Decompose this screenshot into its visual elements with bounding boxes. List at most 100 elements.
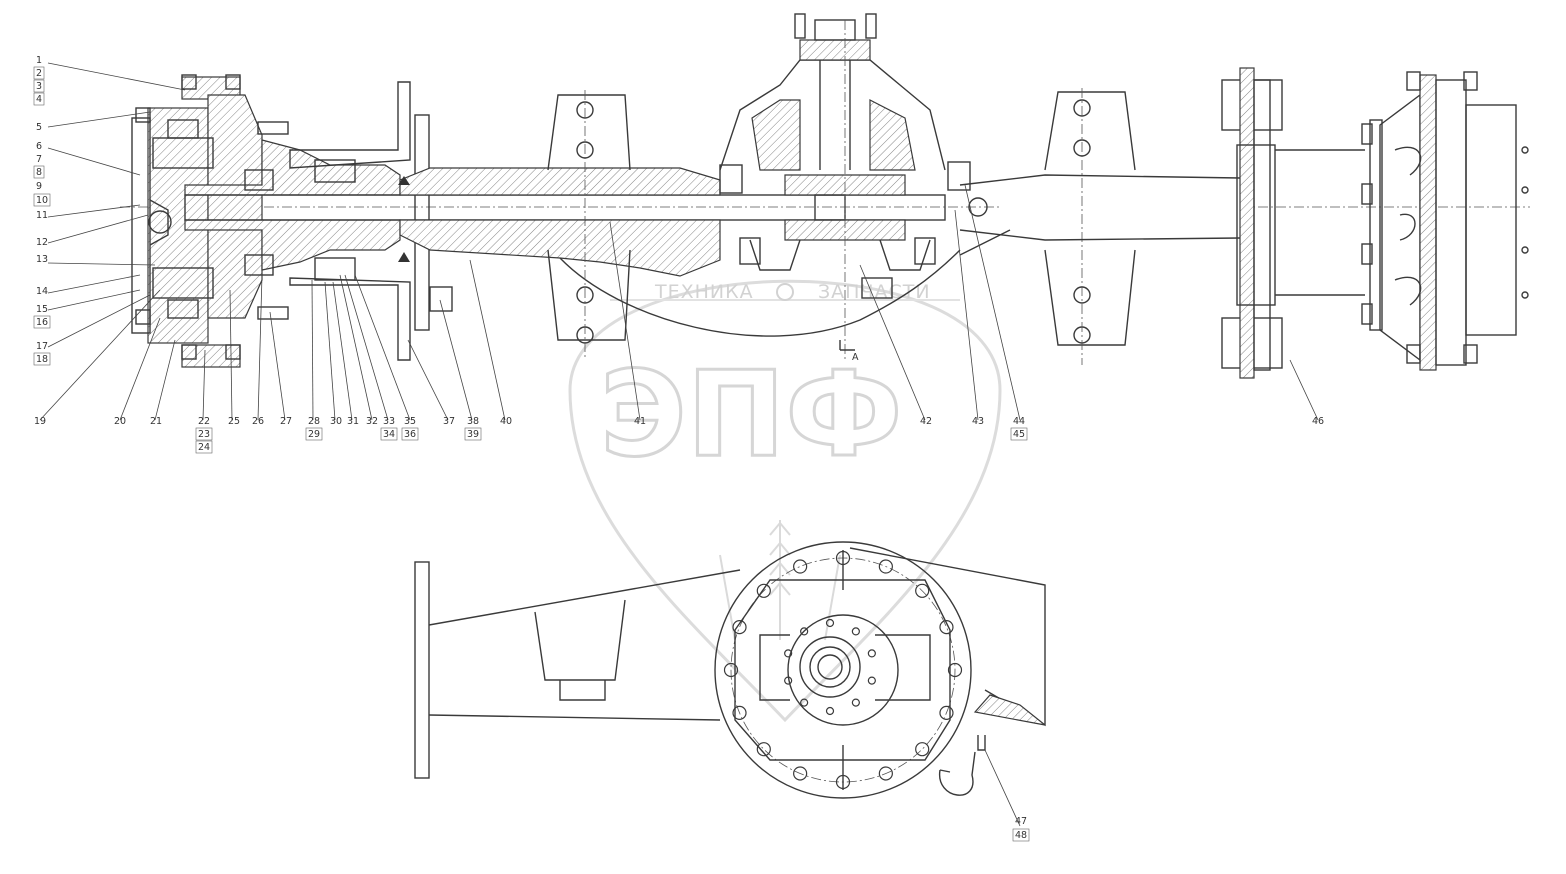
section-mark: A xyxy=(852,352,859,363)
spring-bracket-top xyxy=(289,81,411,169)
callout-box-24 xyxy=(195,440,213,454)
hub-stud xyxy=(800,627,809,636)
hub-stud xyxy=(784,676,793,685)
cover-bolt xyxy=(915,583,930,598)
hub-stud xyxy=(867,676,876,685)
callout-47: 47 xyxy=(1015,816,1027,827)
axle-rear-view xyxy=(414,541,1046,799)
cover-bolt xyxy=(835,550,851,566)
callout-box-23 xyxy=(195,427,213,441)
callout-40: 40 xyxy=(500,416,512,427)
hub-stud xyxy=(851,698,860,707)
callout-46: 46 xyxy=(1312,416,1324,427)
callout-45: 45 xyxy=(1013,429,1025,440)
brake-housing xyxy=(207,94,263,319)
callout-2: 2 xyxy=(36,68,42,79)
callout-13: 13 xyxy=(36,254,48,265)
cover-bolt xyxy=(756,742,771,757)
spring-pad-right xyxy=(1044,88,1136,365)
cover-bolt xyxy=(878,559,893,574)
callout-box-8 xyxy=(33,165,45,179)
callout-42: 42 xyxy=(920,416,932,427)
callout-33: 33 xyxy=(383,416,395,427)
watermark-left-word: ТЕХНИКА xyxy=(654,281,754,303)
callout-9: 9 xyxy=(36,181,42,192)
callout-37: 37 xyxy=(443,416,455,427)
cover-bolt-ring xyxy=(723,550,963,790)
callout-16: 16 xyxy=(36,317,48,328)
callout-box-39 xyxy=(464,427,482,441)
callout-6: 6 xyxy=(36,141,42,152)
callout-leaders xyxy=(39,62,1319,827)
hub-stud-ring xyxy=(784,618,876,716)
cover-bolt xyxy=(915,742,930,757)
cover-bolt xyxy=(723,662,739,678)
callout-14: 14 xyxy=(36,286,48,297)
callout-26: 26 xyxy=(252,416,264,427)
axle-section-view: A xyxy=(120,13,1530,379)
cover-bolt xyxy=(756,583,771,598)
callout-1: 1 xyxy=(36,55,42,66)
hub-stud xyxy=(800,698,809,707)
callout-10: 10 xyxy=(36,195,48,206)
callout-24: 24 xyxy=(198,442,210,453)
callout-box-10 xyxy=(33,193,51,207)
callout-28: 28 xyxy=(308,416,320,427)
callout-box-36 xyxy=(401,427,419,441)
callout-39: 39 xyxy=(467,429,479,440)
hub-stud xyxy=(825,706,835,716)
callout-12: 12 xyxy=(36,237,48,248)
callout-8: 8 xyxy=(36,167,42,178)
callout-box-3 xyxy=(33,79,45,93)
callout-11: 11 xyxy=(36,210,48,221)
wheel-flange-right xyxy=(1221,67,1365,379)
callout-36: 36 xyxy=(404,429,416,440)
hub-stud xyxy=(784,649,793,658)
callout-box-4 xyxy=(33,92,45,106)
callout-17: 17 xyxy=(36,341,48,352)
callout-23: 23 xyxy=(198,429,210,440)
callout-box-29 xyxy=(305,427,323,441)
watermark-monogram: ЭПФ xyxy=(600,345,902,483)
callout-19: 19 xyxy=(34,416,46,427)
callout-4: 4 xyxy=(36,94,42,105)
cover-bolt xyxy=(732,705,747,720)
hub-stud xyxy=(825,618,835,628)
callout-34: 34 xyxy=(383,429,395,440)
callout-30: 30 xyxy=(330,416,342,427)
callout-29: 29 xyxy=(308,429,320,440)
cover-bolt xyxy=(878,766,893,781)
callout-box-2 xyxy=(33,66,45,80)
differential-housing xyxy=(719,13,988,360)
callout-41: 41 xyxy=(634,416,646,427)
cover-bolt xyxy=(793,559,808,574)
callout-18: 18 xyxy=(36,354,48,365)
callout-44: 44 xyxy=(1013,416,1025,427)
cover-bolt xyxy=(939,620,954,635)
callout-27: 27 xyxy=(280,416,292,427)
callout-box-18 xyxy=(33,352,51,366)
callout-box-16 xyxy=(33,315,51,329)
callout-box-48 xyxy=(1012,828,1030,842)
callout-3: 3 xyxy=(36,81,42,92)
callout-38: 38 xyxy=(467,416,479,427)
hub-stud xyxy=(851,627,860,636)
callout-31: 31 xyxy=(347,416,359,427)
cover-bolt xyxy=(939,705,954,720)
spring-pad-left xyxy=(547,90,631,360)
cover-bolt xyxy=(835,774,851,790)
callout-7: 7 xyxy=(36,154,42,165)
axle-housing-tube xyxy=(399,167,721,196)
callout-15: 15 xyxy=(36,304,48,315)
differential-cover xyxy=(714,541,972,799)
cover-bolt xyxy=(947,662,963,678)
callout-25: 25 xyxy=(228,416,240,427)
callout-48: 48 xyxy=(1015,830,1027,841)
hub-stud xyxy=(867,649,876,658)
callout-32: 32 xyxy=(366,416,378,427)
gear-icon xyxy=(776,283,794,301)
cover-bolt xyxy=(732,620,747,635)
callout-box-45 xyxy=(1010,427,1028,441)
